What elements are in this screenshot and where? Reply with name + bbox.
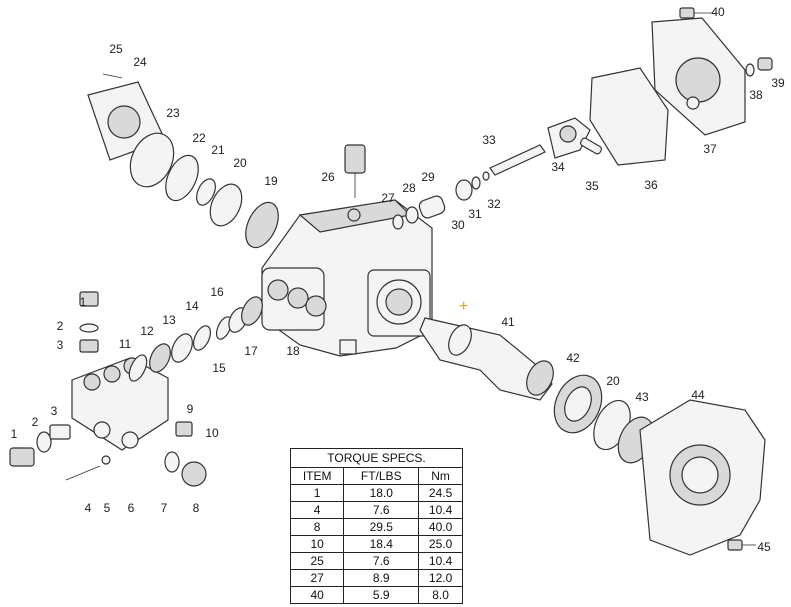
table-header-row: ITEM FT/LBS Nm — [289, 467, 463, 485]
table-cell: 29.5 — [343, 518, 420, 536]
callout-number: 36 — [644, 178, 658, 192]
callout-number: 43 — [635, 390, 649, 404]
callout-number: 45 — [757, 540, 771, 554]
callout-number: 20 — [606, 374, 620, 388]
table-row: 25 7.6 10.4 — [289, 552, 463, 570]
table-cell: 18.0 — [343, 484, 420, 502]
callout-number: 3 — [51, 404, 58, 418]
table-row: 10 18.4 25.0 — [289, 535, 463, 553]
callout-number: 2 — [57, 319, 64, 333]
table-row: 40 5.9 8.0 — [289, 586, 463, 604]
callout-number: 1 — [80, 295, 87, 309]
callout-number: 39 — [771, 76, 785, 90]
manifold-block — [71, 357, 169, 451]
callout-number: 29 — [421, 170, 435, 184]
callout-number: 14 — [185, 299, 199, 313]
column-header-item: ITEM — [289, 467, 345, 485]
oil-seal-rings — [129, 132, 279, 249]
table-cell: 1 — [289, 484, 345, 502]
table-cell: 8.9 — [343, 569, 420, 587]
column-header-ftlbs: FT/LBS — [343, 467, 420, 485]
callout-number: 7 — [161, 501, 168, 515]
table-cell: 27 — [289, 569, 345, 587]
callout-number: 4 — [85, 501, 92, 515]
table-cell: 12.0 — [418, 569, 463, 587]
table-cell: 40.0 — [418, 518, 463, 536]
callout-number: 16 — [210, 285, 224, 299]
table-cell: 18.4 — [343, 535, 420, 553]
callout-number: 32 — [487, 197, 501, 211]
table-row: 4 7.6 10.4 — [289, 501, 463, 519]
table-cell: 5.9 — [343, 586, 420, 604]
callout-number: 22 — [192, 131, 206, 145]
plunger-seal-kit — [128, 296, 263, 382]
callout-number: 17 — [244, 344, 258, 358]
plus-marker-icon: + — [459, 298, 469, 315]
callout-number: 19 — [264, 174, 278, 188]
callout-number: 40 — [711, 5, 725, 19]
callout-number: 20 — [233, 156, 247, 170]
callout-number: 13 — [162, 313, 176, 327]
table-title: TORQUE SPECS. — [290, 448, 463, 468]
callout-number: 10 — [205, 426, 219, 440]
callout-number: 33 — [482, 133, 496, 147]
callout-number: 9 — [187, 402, 194, 416]
callout-number: 28 — [402, 181, 416, 195]
table-row: 27 8.9 12.0 — [289, 569, 463, 587]
callout-number: 31 — [468, 207, 482, 221]
table-title-row: TORQUE SPECS. — [290, 448, 463, 468]
crankshaft — [419, 317, 554, 401]
table-cell: 40 — [289, 586, 345, 604]
callout-number: 44 — [691, 388, 705, 402]
table-cell: 10.4 — [418, 552, 463, 570]
callout-number: 34 — [551, 160, 565, 174]
callout-number: 23 — [166, 106, 180, 120]
table-cell: 10.4 — [418, 501, 463, 519]
callout-number: 35 — [585, 179, 599, 193]
table-cell: 8 — [289, 518, 345, 536]
oil-cap-dipstick — [344, 144, 366, 198]
connecting-rod-assembly — [392, 117, 603, 230]
side-cover — [639, 399, 766, 556]
table-cell: 25.0 — [418, 535, 463, 553]
callout-number: 1 — [11, 427, 18, 441]
table-cell: 24.5 — [418, 484, 463, 502]
callout-number: 6 — [128, 501, 135, 515]
callout-number: 25 — [109, 42, 123, 56]
torque-specs-table: TORQUE SPECS. ITEM FT/LBS Nm 1 18.0 24.5… — [289, 448, 463, 604]
callout-number: 24 — [133, 55, 147, 69]
table-row: 1 18.0 24.5 — [289, 484, 463, 502]
callout-number: 30 — [451, 218, 465, 232]
callout-number: 12 — [140, 324, 154, 338]
callout-number: 5 — [104, 501, 111, 515]
callout-number: 37 — [703, 142, 717, 156]
callout-number: 15 — [212, 361, 226, 375]
table-row: 8 29.5 40.0 — [289, 518, 463, 536]
callout-number: 3 — [57, 338, 64, 352]
callout-number: 26 — [321, 170, 335, 184]
callout-number: 18 — [286, 344, 300, 358]
crankshaft-bearing — [553, 374, 603, 434]
rear-cover-gasket — [589, 7, 773, 166]
table-cell: 7.6 — [343, 501, 420, 519]
table-cell: 8.0 — [418, 586, 463, 604]
callout-number: 42 — [566, 351, 580, 365]
callout-number: 11 — [119, 337, 132, 351]
table-cell: 10 — [289, 535, 345, 553]
table-cell: 4 — [289, 501, 345, 519]
table-cell: 7.6 — [343, 552, 420, 570]
callout-number: 41 — [501, 315, 515, 329]
column-header-nm: Nm — [418, 467, 463, 485]
crankcase-housing — [261, 199, 433, 357]
inlet-discharge-plugs — [9, 291, 207, 487]
callout-number: 8 — [193, 501, 200, 515]
callout-number: 21 — [211, 143, 225, 157]
table-cell: 25 — [289, 552, 345, 570]
callout-number: 38 — [749, 88, 763, 102]
callout-number: 2 — [32, 415, 39, 429]
callout-number: 27 — [381, 191, 395, 205]
